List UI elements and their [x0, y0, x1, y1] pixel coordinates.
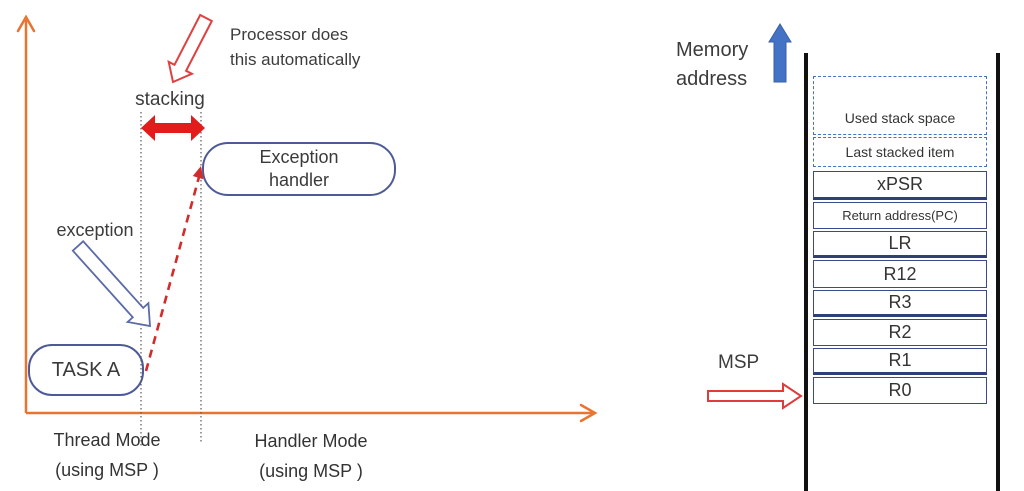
- exception-handler-line1: Exception: [259, 147, 339, 167]
- stack-row-r3: R3: [813, 290, 987, 317]
- stack-row-used-space: Used stack space: [813, 76, 987, 135]
- task-a-label: TASK A: [51, 358, 121, 381]
- memory-address-line1: Memory: [676, 39, 749, 61]
- stack-row-r1: R1: [813, 348, 987, 375]
- thread-mode-label-group: Thread Mode (using MSP ): [41, 425, 173, 485]
- task-a-box: TASK A: [28, 344, 144, 396]
- stack-row-r0: R0: [813, 377, 987, 404]
- stack-row-r2: R2: [813, 319, 987, 346]
- thread-mode-label: Thread Mode: [53, 430, 161, 450]
- processor-note-line2: this automatically: [230, 50, 361, 69]
- stacking-label: stacking: [135, 89, 205, 110]
- stack-frame-diagram: Memory address MSP: [640, 0, 1024, 491]
- memory-address-line2: address: [676, 68, 748, 90]
- stack-row-r12: R12: [813, 260, 987, 288]
- stack-row-label: xPSR: [876, 174, 923, 194]
- exception-label: exception: [56, 220, 134, 240]
- stack-row-label: R3: [888, 292, 912, 312]
- stack-row-last-item: Last stacked item: [813, 137, 987, 167]
- stack-right-wall: [996, 53, 1000, 491]
- handler-mode-label-group: Handler Mode (using MSP ): [245, 426, 377, 486]
- stack-row-return-addr: Return address(PC): [813, 202, 987, 229]
- handler-mode-sublabel: (using MSP ): [259, 461, 363, 481]
- stack-left-wall: [804, 53, 808, 491]
- stack-row-label: Return address(PC): [842, 208, 958, 223]
- stack-row-label: R2: [888, 322, 912, 342]
- memory-address-label: Memory address: [676, 36, 748, 94]
- exception-handler-line2: handler: [268, 170, 330, 190]
- handler-mode-label: Handler Mode: [254, 431, 368, 451]
- stack-row-label: R12: [883, 263, 917, 284]
- processor-note: Processor does this automatically: [230, 22, 360, 72]
- stack-row-label: R1: [888, 350, 912, 370]
- mode-transition-diagram: Processor does this automatically stacki…: [28, 22, 396, 486]
- stack-row-xpsr: xPSR: [813, 171, 987, 200]
- thread-mode-sublabel: (using MSP ): [55, 460, 159, 480]
- stack-row-lr: LR: [813, 231, 987, 258]
- stack-row-label: LR: [888, 233, 912, 253]
- msp-label: MSP: [718, 352, 760, 373]
- processor-note-line1: Processor does: [230, 25, 349, 44]
- stack-row-label: Used stack space: [844, 110, 956, 126]
- exception-handler-label: Exception handler: [259, 146, 338, 192]
- exception-handler-box: Exception handler: [202, 142, 396, 196]
- stack-row-label: R0: [888, 380, 912, 400]
- stack-row-label: Last stacked item: [845, 144, 955, 160]
